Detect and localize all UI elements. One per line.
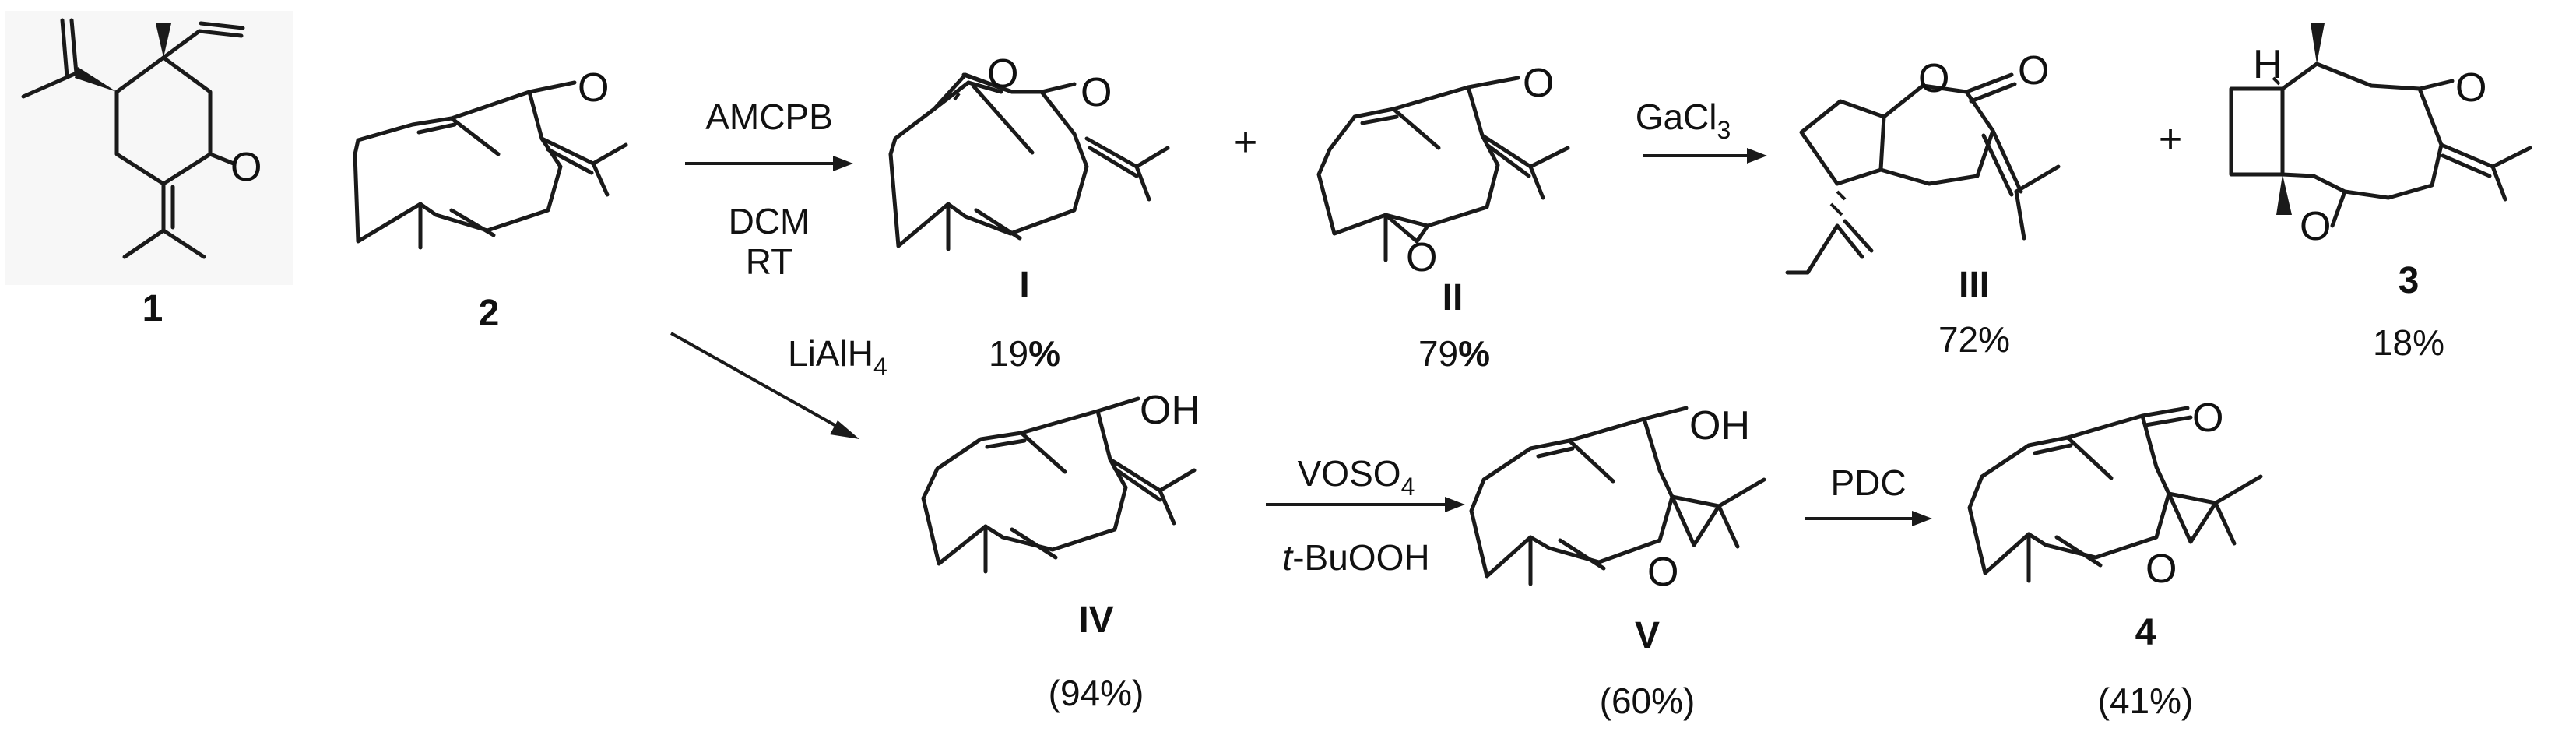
compound-V-yield: (60%) [1600,680,1696,721]
compound-III-carbonyl-oxygen: O [2018,48,2049,93]
reaction-arrow-rearrangement [1643,148,1767,164]
reagent-voso4-subscript: 4 [1401,473,1415,501]
compound-III-structure [1785,72,2061,275]
compound-1-structure [5,11,293,285]
plus-sign-1: + [1234,120,1257,165]
compound-3-hydrogen: H [2253,42,2283,87]
compound-II-label: II [1443,277,1464,318]
compound-II-structure [1316,76,1570,262]
reaction-arrow-epoxidation [685,156,853,171]
compound-3-ketone-oxygen-1: O [2455,65,2486,111]
compound-2-oxygen: O [578,65,609,111]
reagent-pdc: PDC [1830,462,1906,503]
compound-II-yield-percent: % [1458,333,1490,374]
reagent-voso4: VOSO4 [1298,453,1415,501]
compound-III-yield: 72% [1938,319,2010,360]
reagent-tbuooh-rest: -BuOOH [1292,537,1429,578]
reagent-lialh4-base: LiAlH [788,333,873,374]
compound-2-label: 2 [479,293,500,334]
compound-III-label: III [1959,265,1990,306]
compound-V-hydroxyl: OH [1689,403,1750,448]
reagent-gacl3: GaCl3 [1636,97,1731,144]
reagent-tbuooh: t-BuOOH [1282,537,1429,578]
reagent-amcpb: AMCPB [705,97,833,137]
compound-V-structure [1469,406,1766,586]
compound-IV-structure [921,396,1197,574]
compound-V-epoxide-oxygen: O [1647,550,1678,595]
compound-IV-yield: (94%) [1049,673,1144,713]
reagent-lialh4-subscript: 4 [873,353,887,381]
reagent-voso4-base: VOSO [1298,453,1401,494]
compound-IV-hydroxyl: OH [1140,388,1200,433]
compound-3-yield: 18% [2373,322,2444,363]
compound-II-epoxide-oxygen: O [1406,235,1437,280]
reagent-tbuooh-italic: t [1282,537,1294,578]
compound-3-label: 3 [2399,260,2420,301]
compound-IV-label: IV [1078,600,1113,641]
reagent-rt: RT [746,241,793,282]
reaction-arrow-directed-epoxidation [1266,497,1465,512]
compound-I-epoxide-oxygen: O [987,51,1018,97]
compound-4-epoxide-oxygen: O [2145,547,2177,592]
compound-4-ketone-oxygen: O [2192,396,2223,441]
compound-1-oxygen: O [230,145,262,190]
compound-4-label: 4 [2135,612,2156,653]
compound-I-ketone-oxygen: O [1081,70,1112,115]
compound-II-ketone-oxygen: O [1523,61,1554,106]
compound-2-structure [353,80,628,250]
reagent-dcm: DCM [729,201,810,241]
compound-3-structure [2229,23,2532,228]
compound-II-yield: 79% [1418,333,1490,374]
compound-II-yield-number: 79 [1418,333,1458,374]
reagent-gacl3-subscript: 3 [1717,116,1731,144]
compound-I-structure [888,72,1170,251]
compound-V-label: V [1635,615,1660,656]
compound-I-label: I [1019,265,1029,306]
compound-I-yield: 19% [989,333,1060,374]
compound-I-yield-number: 19 [989,333,1028,374]
reagent-gacl3-base: GaCl [1636,97,1717,137]
reagent-lialh4: LiAlH4 [788,333,887,381]
compound-III-ring-oxygen: O [1918,56,1949,101]
compound-3-ketone-oxygen-2: O [2300,204,2331,249]
compound-4-yield: (41%) [2098,680,2194,721]
compound-4-structure [1967,406,2263,583]
plus-sign-2: + [2159,117,2182,162]
compound-1-label: 1 [142,288,163,329]
reaction-arrow-oxidation [1805,511,1932,526]
reaction-arrow-reduction [670,332,859,439]
compound-I-yield-percent: % [1028,333,1060,374]
